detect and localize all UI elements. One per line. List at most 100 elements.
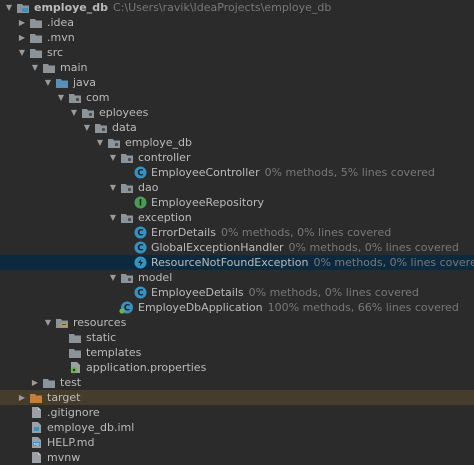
tree-item-label: mvnw (47, 451, 81, 464)
tree-row-target[interactable]: ▶ target (0, 390, 474, 405)
tree-row-data[interactable]: ▼data (0, 120, 474, 135)
tree-row-application-properties[interactable]: application.properties (0, 360, 474, 375)
tree-item-label: .gitignore (47, 406, 100, 419)
tree-item-label: EmployeeRepository (151, 196, 264, 209)
tree-row-errordetails[interactable]: C ErrorDetails 0% methods, 0% lines covere… (0, 225, 474, 240)
tree-row-idea[interactable]: ▶ .idea (0, 15, 474, 30)
chevron-down-icon[interactable]: ▼ (109, 183, 117, 192)
svg-text:C: C (137, 244, 143, 254)
coverage-text: 0% methods, 0% lines covered (220, 226, 392, 239)
tree-row-dao[interactable]: ▼ dao (0, 180, 474, 195)
tree-item-label: dao (138, 181, 159, 194)
chevron-down-icon[interactable]: ▼ (18, 48, 26, 57)
chevron-down-icon[interactable]: ▼ (44, 318, 52, 327)
tree-item-label: ResourceNotFoundException (151, 256, 309, 269)
tree-row-java[interactable]: ▼ java (0, 75, 474, 90)
tree-row-resources[interactable]: ▼ resources (0, 315, 474, 330)
coverage-text: 0% methods, 0% lines covered (313, 256, 474, 269)
tree-row-controller[interactable]: ▼ controller (0, 150, 474, 165)
class-icon: C (132, 165, 148, 180)
tree-item-label: application.properties (86, 361, 207, 374)
chevron-down-icon[interactable]: ▼ (44, 78, 52, 87)
chevron-down-icon[interactable]: ▼ (109, 213, 117, 222)
tree-row-model[interactable]: ▼model (0, 270, 474, 285)
tree-item-label: ErrorDetails (151, 226, 216, 239)
chevron-down-icon[interactable]: ▼ (5, 3, 13, 12)
tree-row-gitignore[interactable]: .gitignore (0, 405, 474, 420)
text-file-icon (28, 450, 44, 465)
text-file-icon (28, 405, 44, 420)
coverage-text: 0% methods, 5% lines covered (264, 166, 435, 179)
folder-icon (28, 30, 44, 45)
package-icon (119, 210, 135, 225)
spring-class-icon: C (119, 300, 135, 315)
tree-row-exception[interactable]: ▼exception (0, 210, 474, 225)
tree-row-com[interactable]: ▼com (0, 90, 474, 105)
tree-row-resourcenotfoundexception[interactable]: ResourceNotFoundException 0% methods, 0% … (0, 255, 474, 270)
svg-text:C: C (137, 169, 143, 179)
markdown-file-icon: MD (28, 435, 44, 450)
tree-item-label: java (73, 76, 97, 89)
chevron-down-icon[interactable]: ▼ (109, 153, 117, 162)
tree-item-label: main (60, 61, 88, 74)
tree-row-test[interactable]: ▶test (0, 375, 474, 390)
properties-file-icon (67, 360, 83, 375)
chevron-down-icon[interactable]: ▼ (70, 108, 78, 117)
tree-row-mvnw[interactable]: mvnw (0, 450, 474, 465)
excluded-folder-icon (28, 390, 44, 405)
coverage-text: 0% methods, 0% lines covered (248, 286, 419, 299)
tree-item-label: src (47, 46, 64, 59)
source-folder-icon (54, 75, 70, 90)
module-icon (15, 0, 31, 15)
chevron-right-icon[interactable]: ▶ (18, 18, 26, 27)
folder-icon (41, 375, 57, 390)
coverage-text: 100% methods, 66% lines covered (267, 301, 459, 314)
tree-item-label: resources (73, 316, 127, 329)
tree-item-label: target (47, 391, 81, 404)
chevron-down-icon[interactable]: ▼ (31, 63, 39, 72)
folder-icon (28, 15, 44, 30)
tree-row-employe-db[interactable]: ▼ employe_db (0, 135, 474, 150)
tree-row-mvn[interactable]: ▶ .mvn (0, 30, 474, 45)
tree-row-eployees[interactable]: ▼ eployees (0, 105, 474, 120)
chevron-down-icon[interactable]: ▼ (83, 123, 91, 132)
tree-item-label: .mvn (47, 31, 75, 44)
resources-folder-icon (54, 315, 70, 330)
chevron-right-icon[interactable]: ▶ (31, 378, 39, 387)
package-icon (80, 105, 96, 120)
chevron-down-icon[interactable]: ▼ (109, 273, 117, 282)
tree-item-label: employe_db (125, 136, 192, 149)
svg-text:C: C (137, 229, 143, 239)
tree-row-main[interactable]: ▼ main (0, 60, 474, 75)
tree-row-src[interactable]: ▼ src (0, 45, 474, 60)
tree-item-label: GlobalExceptionHandler (151, 241, 284, 254)
package-icon (119, 270, 135, 285)
tree-row-templates[interactable]: templates (0, 345, 474, 360)
svg-text:MD: MD (34, 442, 40, 446)
tree-row-static[interactable]: static (0, 330, 474, 345)
chevron-down-icon[interactable]: ▼ (96, 138, 104, 147)
tree-item-label: eployees (99, 106, 149, 119)
package-icon (119, 150, 135, 165)
tree-row-employe-db-iml[interactable]: employe_db.iml (0, 420, 474, 435)
tree-item-label: .idea (47, 16, 75, 29)
chevron-down-icon[interactable]: ▼ (57, 93, 65, 102)
package-icon (67, 90, 83, 105)
interface-icon: I (132, 195, 148, 210)
tree-item-label: controller (138, 151, 191, 164)
folder-icon (28, 45, 44, 60)
tree-item-label: employe_db.iml (47, 421, 135, 434)
chevron-right-icon[interactable]: ▶ (18, 393, 26, 402)
chevron-right-icon[interactable]: ▶ (18, 33, 26, 42)
class-icon: C (132, 285, 148, 300)
iml-file-icon (28, 420, 44, 435)
tree-item-label: static (86, 331, 117, 344)
